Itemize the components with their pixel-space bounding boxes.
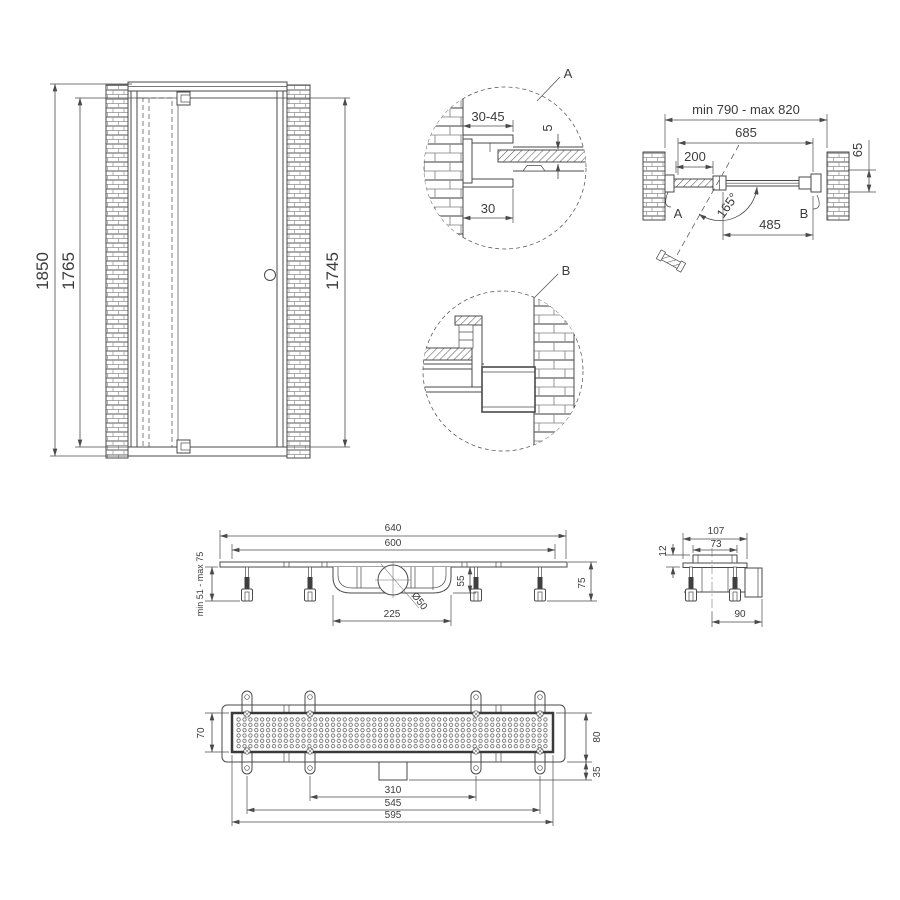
glass-panel-section (423, 347, 481, 361)
dim-outlet-diameter: Ø50 (409, 591, 430, 613)
bottom-profile (127, 446, 288, 457)
dim-profile-depth: 30 (481, 201, 495, 216)
drain-top-view: 70 80 35 310 545 595 (196, 690, 603, 826)
drain-side-view: 640 600 Ø50 min 51 - max 75 55 75 (195, 523, 597, 626)
detail-b-circle (422, 290, 584, 452)
dim-body-width: 80 (592, 731, 603, 743)
dim-adjust-range: 30-45 (471, 109, 504, 124)
glass-outline (136, 97, 278, 448)
outlet-pipe (744, 567, 763, 598)
grate-screw (536, 747, 544, 755)
dim-trap-depth: 55 (456, 575, 467, 587)
grate-screw (536, 710, 544, 718)
dim-door-height: 1745 (323, 252, 342, 290)
clamp (454, 315, 483, 326)
grate-screw (306, 710, 314, 718)
grate-screw (472, 710, 480, 718)
dim-total-height: 1850 (33, 252, 52, 290)
detail-a-label: A (564, 66, 573, 81)
adjustable-foot (241, 566, 253, 602)
open-door-handle (655, 249, 687, 273)
detail-b-label: B (562, 263, 571, 278)
adjustable-foot (685, 566, 697, 602)
outlet-box (378, 761, 408, 781)
dim-total-height: 75 (577, 577, 588, 589)
grate-screw (472, 747, 480, 755)
dim-total-length: 640 (385, 523, 402, 534)
plan-label-a: A (674, 206, 683, 221)
dim-gap: 5 (540, 124, 555, 131)
door-swing-line (676, 144, 740, 256)
dim-fixed-panel: 200 (684, 149, 706, 164)
detail-a: A 30-45 5 30 (423, 66, 587, 250)
dim-trap-length: 225 (384, 609, 401, 620)
grate-frame-end (692, 554, 738, 564)
right-wall-profile (276, 90, 284, 448)
wall-section (533, 293, 575, 449)
closing-bracket (798, 176, 812, 190)
adjustable-foot (729, 566, 741, 602)
dim-profile: 65 (850, 143, 865, 157)
right-brick-wall (826, 151, 850, 221)
detail-b: B (422, 263, 584, 452)
plan-label-b: B (800, 206, 809, 221)
dim-outlet-length: 90 (734, 609, 746, 620)
front-view: 1850 1765 1745 (33, 81, 350, 459)
floor-profile-box (481, 366, 536, 413)
dim-grate-width: 73 (710, 539, 722, 550)
adjustable-foot (470, 566, 482, 602)
dim-outlet-width: 35 (592, 766, 603, 778)
dim-grate-width: 70 (196, 727, 207, 739)
dim-total-width: 107 (708, 526, 725, 537)
adjustable-foot (304, 566, 316, 602)
door-handle (264, 269, 276, 281)
adjustable-foot (534, 566, 546, 602)
left-wall-profile (664, 174, 675, 193)
fixed-panel-seal-dashed (142, 97, 173, 448)
left-brick-wall (642, 151, 666, 221)
channel-top-plate-end (682, 562, 748, 568)
dim-niche-range: min 790 - max 820 (692, 102, 800, 117)
right-brick-wall (286, 84, 311, 459)
dim-outer-tabs: 545 (385, 798, 402, 809)
grate-screw (243, 747, 251, 755)
wall-section (424, 93, 464, 245)
left-brick-wall (105, 84, 129, 459)
left-wall-profile (130, 90, 138, 448)
right-wall-profile (810, 173, 822, 193)
dim-grate-length: 595 (385, 810, 402, 821)
dim-top-length: 600 (385, 538, 402, 549)
plan-view: min 790 - max 820 685 200 65 165° 485 (642, 102, 876, 273)
dim-inner-height: 1765 (59, 252, 78, 290)
glass-panel-section (497, 149, 586, 163)
grate-perforation (236, 716, 549, 749)
grate-screw (306, 747, 314, 755)
grate-screw (243, 710, 251, 718)
dim-door-width: 485 (759, 217, 781, 232)
dim-install-height-range: min 51 - max 75 (195, 552, 205, 617)
dim-inner-tabs: 310 (385, 785, 402, 796)
gasket (522, 165, 546, 172)
dim-glass-width: 685 (735, 125, 757, 140)
dim-flange-height: 12 (658, 545, 669, 557)
drain-end-view: 107 73 12 90 (658, 526, 763, 627)
fixed-glass-section (673, 178, 715, 188)
